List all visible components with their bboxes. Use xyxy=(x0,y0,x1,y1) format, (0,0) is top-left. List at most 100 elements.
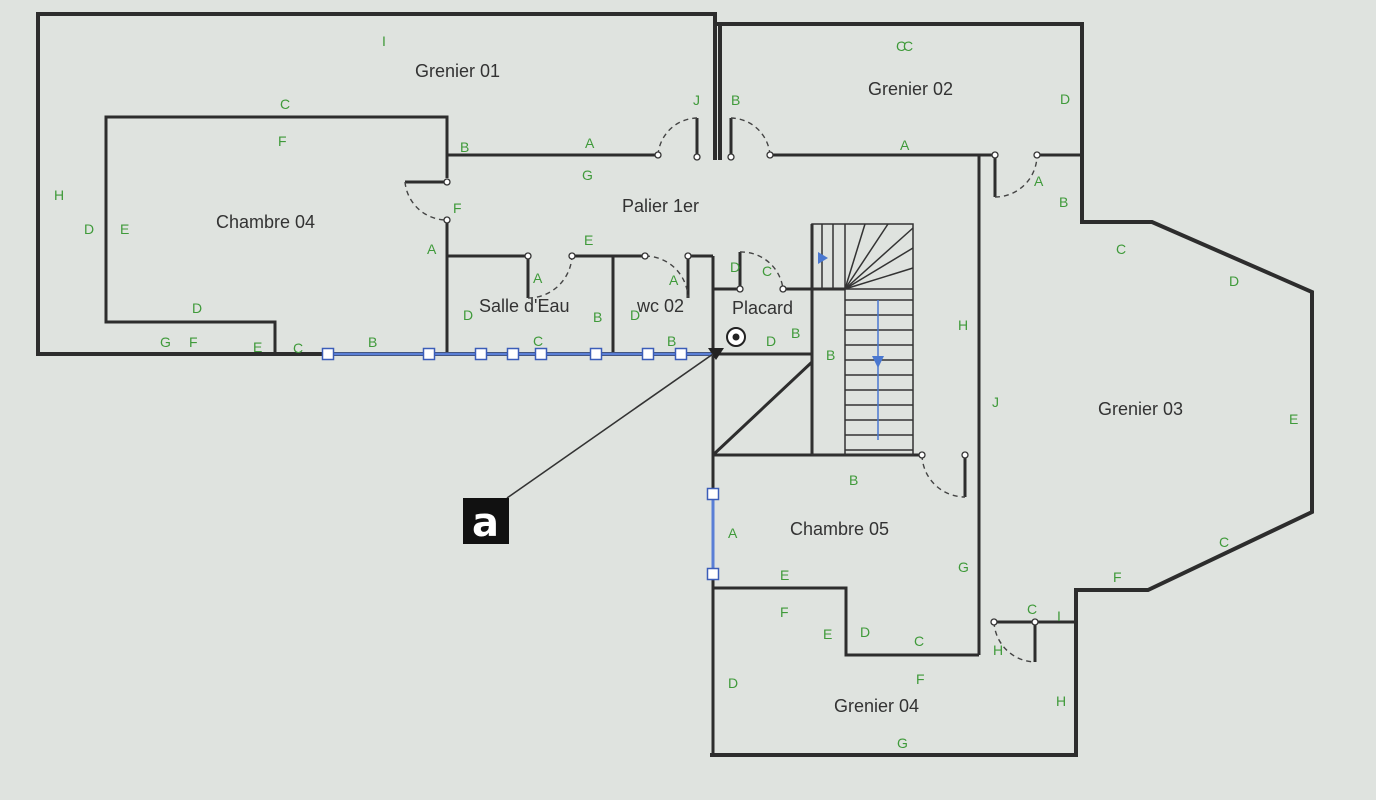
wall-central-core-diagonal[interactable] xyxy=(711,360,814,457)
wall-letter: H xyxy=(54,187,64,203)
stair-winders xyxy=(821,223,914,290)
wall-letter: E xyxy=(584,232,593,248)
wall-letter: A xyxy=(585,135,595,151)
wall-letter: F xyxy=(1113,569,1122,585)
selection-handle[interactable] xyxy=(506,347,520,361)
room-label-grenier04[interactable]: Grenier 04 xyxy=(834,696,919,716)
selection-handle[interactable] xyxy=(706,487,720,501)
selection-handle[interactable] xyxy=(706,567,720,581)
wall-chambre04[interactable] xyxy=(104,115,449,354)
selection-handle[interactable] xyxy=(674,347,688,361)
selection-handle[interactable] xyxy=(641,347,655,361)
selected-walls[interactable] xyxy=(36,347,720,581)
room-label-wc[interactable]: wc 02 xyxy=(636,296,684,316)
wall-letter: H xyxy=(958,317,968,333)
door-salle-eau[interactable] xyxy=(524,252,576,299)
wall-letter: B xyxy=(826,347,835,363)
selection-handle[interactable] xyxy=(321,347,335,361)
door-grenier04[interactable] xyxy=(990,618,1039,663)
annotation-callout: a xyxy=(463,353,714,546)
door-chambre04[interactable] xyxy=(404,178,451,224)
wall-letter: D xyxy=(84,221,94,237)
palier-walls[interactable] xyxy=(447,153,1082,655)
door-placard[interactable] xyxy=(736,251,787,293)
wall-letter: C xyxy=(896,38,906,54)
wall-letter: D xyxy=(463,307,473,323)
wall-letter: A xyxy=(900,137,910,153)
wall-letter: C xyxy=(280,96,290,112)
wall-letter: E xyxy=(253,339,262,355)
wall-letter: G xyxy=(160,334,171,350)
wall-letter: B xyxy=(791,325,800,341)
door-grenier01-palier[interactable] xyxy=(654,117,701,161)
door-grenier02-east[interactable] xyxy=(991,151,1041,198)
room-label-chambre04[interactable]: Chambre 04 xyxy=(216,212,315,232)
room-label-placard[interactable]: Placard xyxy=(732,298,793,318)
room-label-chambre05[interactable]: Chambre 05 xyxy=(790,519,889,539)
wall-letter: B xyxy=(849,472,858,488)
wall-letter: B xyxy=(460,139,469,155)
wall-letter: A xyxy=(533,270,543,286)
wall-letter: I xyxy=(1057,608,1061,624)
wall-letter: D xyxy=(192,300,202,316)
wall-letter: D xyxy=(766,333,776,349)
outer-walls[interactable] xyxy=(36,12,1314,757)
wall-letter: J xyxy=(992,394,999,410)
door-grenier02-palier[interactable] xyxy=(727,117,774,161)
wall-letter: F xyxy=(916,671,925,687)
wall-letter: D xyxy=(630,307,640,323)
salle-eau-walls[interactable] xyxy=(445,220,715,354)
wall-outer-north-east[interactable] xyxy=(710,22,1314,757)
selection-handle[interactable] xyxy=(534,347,548,361)
wall-outer-north-west[interactable] xyxy=(36,12,717,356)
wall-letter: D xyxy=(860,624,870,640)
wall-letter: B xyxy=(1059,194,1068,210)
wall-letter: J xyxy=(693,92,700,108)
room-label-salle-eau[interactable]: Salle d'Eau xyxy=(479,296,570,316)
wall-letter: B xyxy=(368,334,377,350)
wall-letter: G xyxy=(582,167,593,183)
selection-handle[interactable] xyxy=(589,347,603,361)
stair-box[interactable] xyxy=(811,223,914,456)
selection-handles[interactable] xyxy=(321,347,720,581)
room-label-grenier03[interactable]: Grenier 03 xyxy=(1098,399,1183,419)
stair-treads xyxy=(845,299,913,451)
selection-handle[interactable] xyxy=(422,347,436,361)
room-labels: Grenier 01 Grenier 02 Grenier 03 Grenier… xyxy=(216,61,1183,716)
wall-letter: D xyxy=(728,675,738,691)
wall-letter: A xyxy=(427,241,437,257)
door-chambre05[interactable] xyxy=(918,451,969,498)
wall-letter: A xyxy=(669,272,679,288)
wall-letter: D xyxy=(1060,91,1070,107)
wall-letter: B xyxy=(731,92,740,108)
room-label-palier[interactable]: Palier 1er xyxy=(622,196,699,216)
staircase[interactable] xyxy=(811,223,914,456)
room-label-grenier02[interactable]: Grenier 02 xyxy=(868,79,953,99)
wall-letter: B xyxy=(593,309,602,325)
wall-letter: C xyxy=(914,633,924,649)
chambre04-walls[interactable] xyxy=(104,115,449,354)
doors[interactable] xyxy=(404,117,1041,663)
wall-letter: F xyxy=(453,200,462,216)
wall-letter: A xyxy=(728,525,738,541)
wall-letter: F xyxy=(189,334,198,350)
wall-letter: C xyxy=(903,38,913,54)
wall-letter: G xyxy=(958,559,969,575)
room-label-grenier01[interactable]: Grenier 01 xyxy=(415,61,500,81)
wall-grenier04-partition[interactable] xyxy=(713,586,979,657)
cursor-insertion[interactable] xyxy=(708,327,746,360)
insertion-point-center xyxy=(732,333,740,341)
wall-letter: E xyxy=(120,221,129,237)
wall-letter: E xyxy=(1289,411,1298,427)
selection-handle[interactable] xyxy=(474,347,488,361)
wall-letter: C xyxy=(533,333,543,349)
wall-letter: C xyxy=(762,263,772,279)
wall-letter: F xyxy=(780,604,789,620)
callout-label: a xyxy=(472,500,499,546)
door-wc[interactable] xyxy=(641,252,692,299)
wall-letter: C xyxy=(1219,534,1229,550)
wall-letter: E xyxy=(823,626,832,642)
wall-letter: F xyxy=(278,133,287,149)
